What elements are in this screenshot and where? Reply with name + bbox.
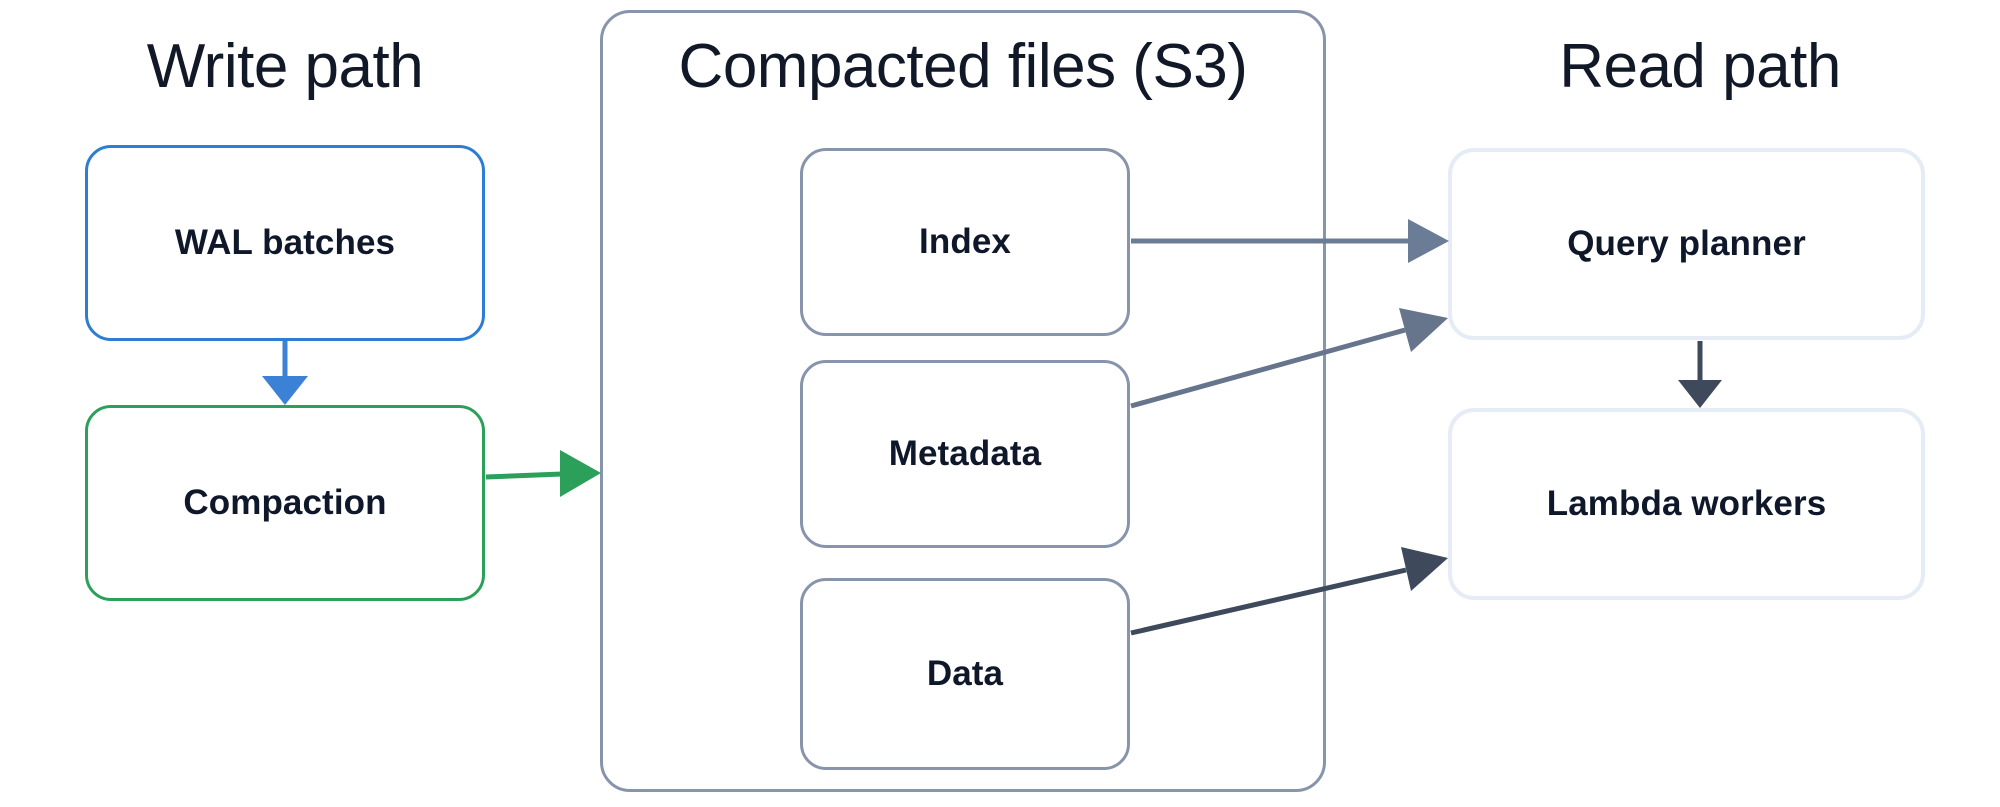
edge-wal-to-compaction <box>262 341 308 405</box>
read-path-title: Read path <box>1559 32 1841 101</box>
node-metadata[interactable]: Metadata <box>800 360 1130 548</box>
node-index-label: Index <box>919 222 1011 261</box>
node-wal-batches-label: WAL batches <box>174 223 396 262</box>
edge-compaction-to-s3 <box>485 450 601 497</box>
node-metadata-label: Metadata <box>888 434 1042 473</box>
node-query-planner-label: Query planner <box>1567 224 1806 263</box>
node-data-label: Data <box>926 654 1004 693</box>
node-index[interactable]: Index <box>800 148 1130 336</box>
node-query-planner[interactable]: Query planner <box>1448 148 1925 340</box>
write-path-title: Write path <box>146 32 424 101</box>
node-wal-batches[interactable]: WAL batches <box>85 145 485 341</box>
node-data[interactable]: Data <box>800 578 1130 770</box>
node-compaction[interactable]: Compaction <box>85 405 485 601</box>
edge-query-planner-to-lambda <box>1678 341 1722 408</box>
group-compacted-files-s3-label: Compacted files (S3) <box>678 32 1248 101</box>
node-compaction-label: Compaction <box>183 483 387 522</box>
node-lambda-workers-label: Lambda workers <box>1546 484 1827 523</box>
node-lambda-workers[interactable]: Lambda workers <box>1448 408 1925 600</box>
